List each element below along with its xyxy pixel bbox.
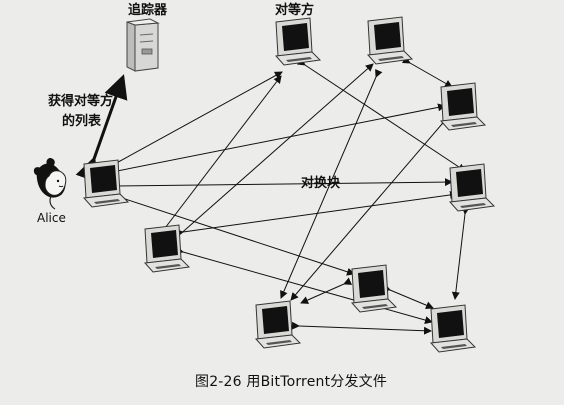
connection-peer5-peer8 xyxy=(175,246,433,324)
alice-computer-icon xyxy=(82,159,130,208)
connection-peer6-peer8 xyxy=(381,283,434,309)
connection-peer5-peer1 xyxy=(154,75,282,240)
connection-peer3-peer7 xyxy=(290,116,450,301)
alice-label: Alice xyxy=(37,211,66,225)
peers-label: 对等方 xyxy=(275,3,315,18)
get-peer-list-label-line-1: 获得对等方 xyxy=(48,94,114,109)
connection-alice-tracker xyxy=(75,74,128,183)
connections xyxy=(75,56,470,335)
connection-peer6-peer7 xyxy=(300,277,353,304)
peer-computer-icon-4 xyxy=(448,163,496,212)
exchange-chunks-label: 对换块 xyxy=(301,176,341,191)
peer-computer-icon-8 xyxy=(429,304,477,353)
tracker-server-icon xyxy=(126,18,160,72)
connection-alice-peer4 xyxy=(106,178,453,191)
connection-peer7-peer8 xyxy=(291,321,432,335)
peer-computer-icon-7 xyxy=(254,300,302,349)
tracker-label: 追踪器 xyxy=(128,3,168,18)
peer-computer-icon-2 xyxy=(366,16,414,65)
peer-computer-icon-6 xyxy=(350,264,398,313)
connection-alice-peer3 xyxy=(104,103,446,178)
peer-computer-icon-1 xyxy=(274,17,322,66)
connection-peer5-peer4 xyxy=(175,190,458,237)
figure-caption: 图2-26 用BitTorrent分发文件 xyxy=(195,374,388,390)
connection-peer2-peer3 xyxy=(401,56,453,88)
peer-computer-icon-5 xyxy=(143,224,191,273)
connection-alice-peer1 xyxy=(102,71,283,173)
alice-avatar-icon xyxy=(33,157,67,210)
connection-peer5-peer2 xyxy=(169,63,374,245)
get-peer-list-label-line-2: 的列表 xyxy=(62,114,102,129)
connection-peer4-peer8 xyxy=(451,206,470,300)
peer-computer-icon-3 xyxy=(439,82,487,131)
